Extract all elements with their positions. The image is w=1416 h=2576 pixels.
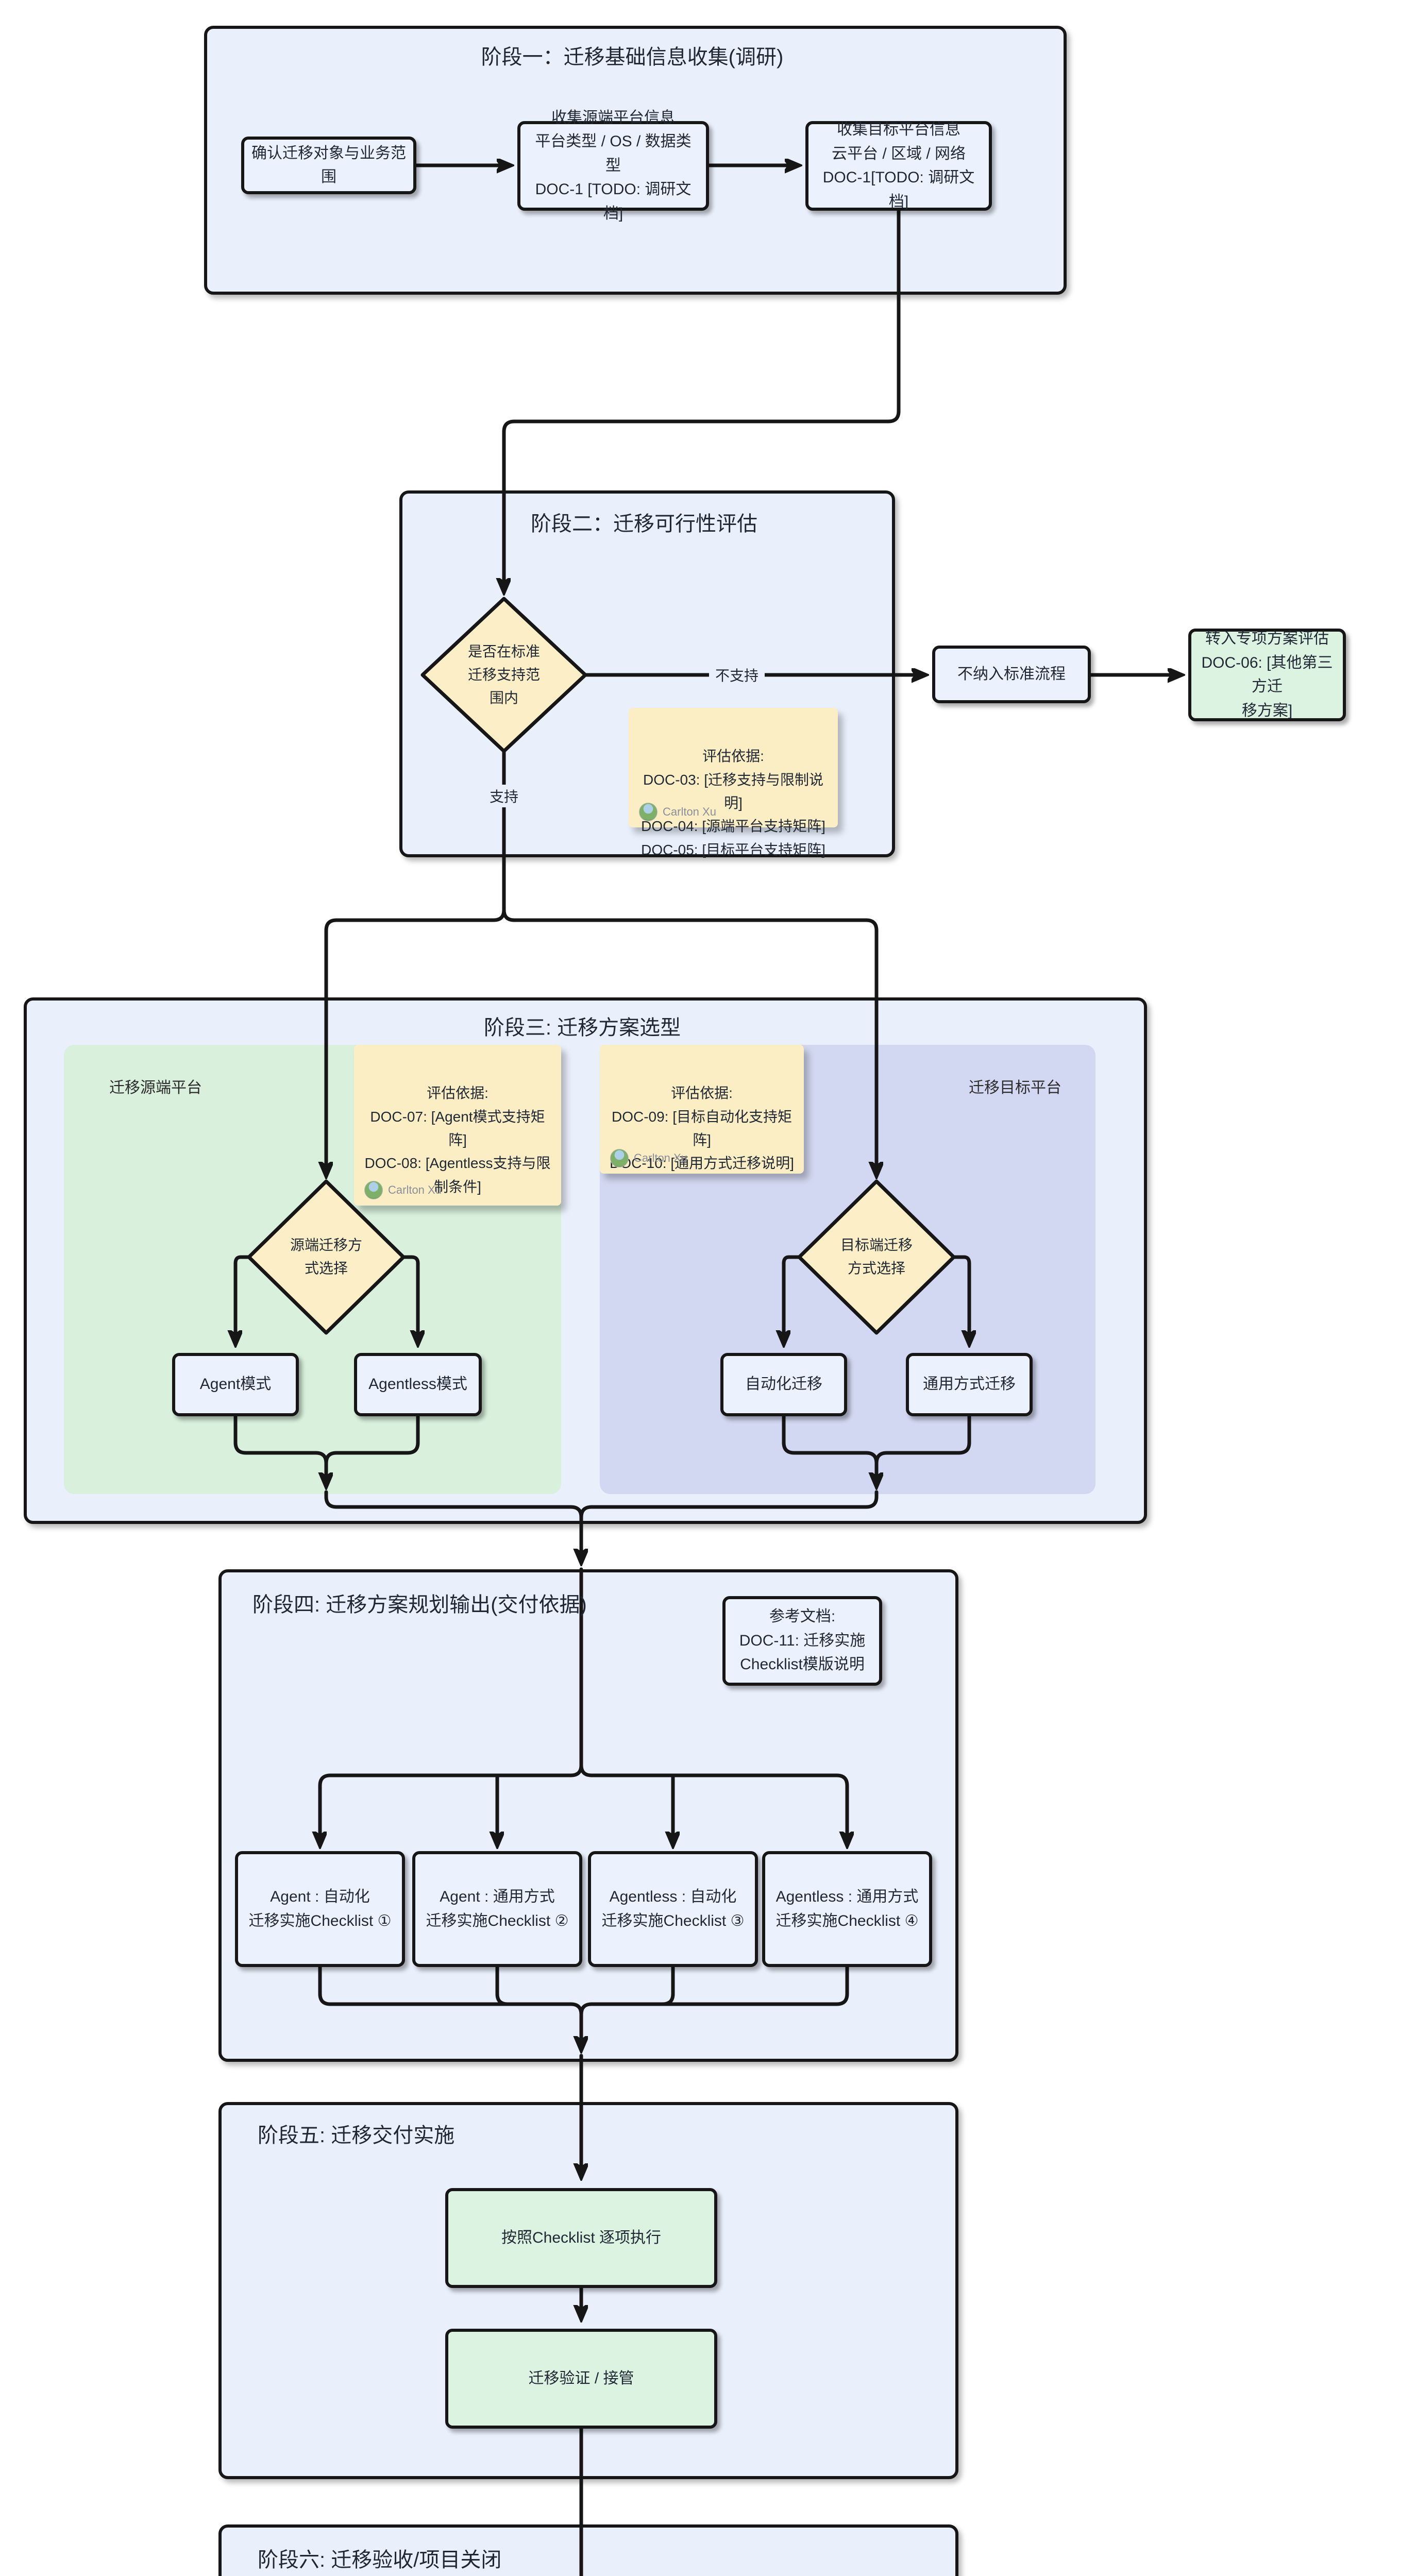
phase-6-container (218, 2524, 958, 2576)
phase-5-title: 阶段五: 迁移交付实施 (258, 2124, 455, 2147)
watermark-name: Carlton Xu (663, 805, 716, 819)
phase-2-title: 阶段二：迁移可行性评估 (531, 513, 757, 535)
note-attribution: Carlton Xu (364, 1181, 442, 1199)
watermark-name: Carlton Xu (388, 1183, 442, 1197)
watermark-avatar-icon (610, 1149, 629, 1167)
node-agent-mode: Agent模式 (172, 1353, 299, 1416)
note-attribution: Carlton Xu (610, 1149, 687, 1167)
node-checklist-3: Agentless : 自动化 迁移实施Checklist ③ (588, 1851, 758, 1967)
node-collect-source: 收集源端平台信息 平台类型 / OS / 数据类型 DOC-1 [TODO: 调… (517, 109, 709, 222)
note-feasibility-docs: 评估依据: DOC-03: [迁移支持与限制说明] DOC-04: [源端平台支… (629, 708, 838, 858)
edge-label-supported: 支持 (483, 785, 525, 807)
target-region-label: 迁移目标平台 (969, 1079, 1061, 1096)
source-mode-decision-label: 源端迁移方式选择 (290, 1237, 362, 1276)
phase-3-title: 阶段三: 迁移方案选型 (483, 1016, 681, 1039)
phase-1-title: 阶段一：迁移基础信息收集(调研) (481, 46, 784, 69)
node-execute-checklist: 按照Checklist 逐项执行 (445, 2188, 717, 2288)
phase-4-title: 阶段四: 迁移方案规划输出(交付依据) (252, 1594, 587, 1616)
node-confirm-scope: 确认迁移对象与业务范围 (241, 137, 416, 194)
node-agentless-mode: Agentless模式 (354, 1353, 482, 1416)
note-source-docs: 评估依据: DOC-07: [Agent模式支持矩阵] DOC-08: [Age… (354, 1045, 561, 1206)
node-non-standard: 不纳入标准流程 (932, 646, 1091, 703)
watermark-avatar-icon (639, 803, 658, 821)
edge-label-unsupported: 不支持 (709, 664, 765, 686)
note-attribution: Carlton Xu (639, 803, 716, 821)
feasibility-decision-label: 是否在标准迁移支持范围内 (467, 643, 540, 706)
source-region-label: 迁移源端平台 (109, 1079, 202, 1096)
node-ref-doc: 参考文档: DOC-11: 迁移实施 Checklist模版说明 (722, 1596, 882, 1686)
node-checklist-2: Agent : 通用方式 迁移实施Checklist ② (412, 1851, 582, 1967)
target-mode-decision-label: 目标端迁移方式选择 (840, 1237, 913, 1276)
node-checklist-1: Agent : 自动化 迁移实施Checklist ① (235, 1851, 405, 1967)
node-special-eval: 转入专项方案评估 DOC-06: [其他第三方迁 移方案] (1188, 629, 1346, 721)
note-source-docs-text: 评估依据: DOC-07: [Agent模式支持矩阵] DOC-08: [Age… (364, 1085, 551, 1195)
node-verify-takeover: 迁移验证 / 接管 (445, 2329, 717, 2429)
watermark-name: Carlton Xu (634, 1151, 687, 1165)
node-collect-target: 收集目标平台信息 云平台 / 区域 / 网络 DOC-1[TODO: 调研文档] (805, 121, 992, 211)
node-generic-migration: 通用方式迁移 (906, 1353, 1033, 1416)
node-checklist-4: Agentless : 通用方式 迁移实施Checklist ④ (762, 1851, 932, 1967)
note-target-docs: 评估依据: DOC-09: [目标自动化支持矩阵] DOC-10: [通用方式迁… (600, 1045, 804, 1174)
node-auto-migration: 自动化迁移 (720, 1353, 847, 1416)
phase-6-title: 阶段六: 迁移验收/项目关闭 (258, 2549, 502, 2571)
watermark-avatar-icon (364, 1181, 383, 1199)
